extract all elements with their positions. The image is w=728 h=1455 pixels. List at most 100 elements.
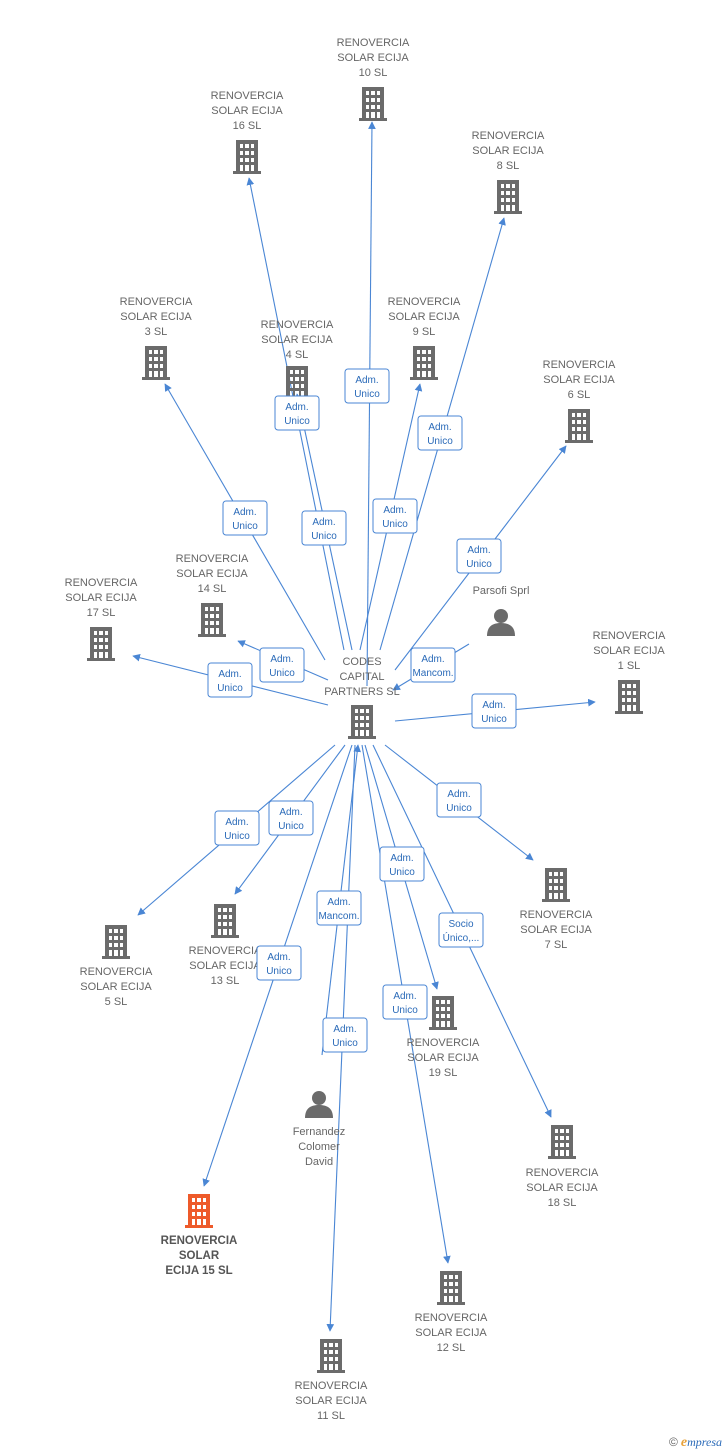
person-icon bbox=[487, 609, 515, 636]
building-icon bbox=[102, 925, 130, 959]
node-label-line: SOLAR ECIJA bbox=[65, 592, 137, 604]
node-label-line: Fernandez bbox=[293, 1126, 346, 1138]
edge-label-codes-to-n6[interactable]: Adm.Unico bbox=[456, 538, 502, 574]
edge-label-box bbox=[256, 945, 302, 981]
node-label-line: SOLAR ECIJA bbox=[261, 334, 333, 346]
edge-label-text: Adm. bbox=[333, 1024, 356, 1035]
building-icon bbox=[142, 346, 170, 380]
building-icon bbox=[359, 87, 387, 121]
edge-label-text: Unico bbox=[427, 436, 453, 447]
node-label-line: David bbox=[305, 1156, 333, 1168]
edge-label-codes-to-n9[interactable]: Adm.Unico bbox=[372, 498, 418, 534]
node-label-line: RENOVERCIA bbox=[295, 1380, 368, 1392]
edge-label-codes-to-n5[interactable]: Adm.Unico bbox=[214, 810, 260, 846]
node-label-line: 14 SL bbox=[198, 583, 227, 595]
building-icon bbox=[185, 1194, 213, 1228]
node-label-line: RENOVERCIA bbox=[407, 1037, 480, 1049]
edge-label-box bbox=[344, 368, 390, 404]
node-label-line: RENOVERCIA bbox=[176, 553, 249, 565]
edge-label-text: Unico bbox=[332, 1038, 358, 1049]
edge-label-text: Adm. bbox=[312, 517, 335, 528]
edge-label-box bbox=[436, 782, 482, 818]
node-label-line: SOLAR ECIJA bbox=[593, 645, 665, 657]
node-label-line: 18 SL bbox=[548, 1197, 577, 1209]
edge-label-text: Unico bbox=[278, 821, 304, 832]
edge-label-codes-to-n8[interactable]: Adm. Unico bbox=[417, 415, 463, 451]
node-label-line: 8 SL bbox=[497, 160, 520, 172]
node-label-line: RENOVERCIA bbox=[261, 319, 334, 331]
node-label-line: RENOVERCIA bbox=[543, 359, 616, 371]
edge-label-text: Unico bbox=[354, 389, 380, 400]
edge-label-codes-to-n10[interactable]: Adm. Unico bbox=[344, 368, 390, 404]
node-label-line: 13 SL bbox=[211, 975, 240, 987]
node-label-line: SOLAR ECIJA bbox=[176, 568, 248, 580]
edge-label-box bbox=[438, 912, 484, 948]
copyright-symbol: © bbox=[669, 1435, 678, 1449]
edge-label-codes-to-n14[interactable]: Adm.Unico bbox=[259, 647, 305, 683]
edge-label-text: Adm. bbox=[355, 375, 378, 386]
edge-label-codes-to-n17[interactable]: Adm.Unico bbox=[207, 662, 253, 698]
building-icon bbox=[198, 603, 226, 637]
brand-initial: e bbox=[680, 1435, 688, 1450]
node-label-line: 10 SL bbox=[359, 67, 388, 79]
edge-label-codes-to-n16[interactable]: Adm. Unico bbox=[274, 395, 320, 431]
edge-label-box bbox=[417, 415, 463, 451]
edge-label-codes-to-n11[interactable]: Adm. Unico bbox=[322, 1017, 368, 1053]
edge-label-codes-to-n15[interactable]: Adm.Unico bbox=[256, 945, 302, 981]
building-icon bbox=[494, 180, 522, 214]
edge-label-text: Mancom. bbox=[318, 911, 359, 922]
edge-label-text: Mancom. bbox=[412, 668, 453, 679]
edge-label-codes-to-n18[interactable]: SocioÚnico,... bbox=[438, 912, 484, 948]
node-parsofi[interactable]: Parsofi Sprl bbox=[473, 585, 530, 636]
edge-label-codes-to-n4[interactable]: Adm. Unico bbox=[301, 510, 347, 546]
building-icon bbox=[542, 868, 570, 902]
node-label-line: RENOVERCIA bbox=[593, 630, 666, 642]
edge-label-text: Adm. bbox=[482, 700, 505, 711]
edge-label-parsofi-to-codes[interactable]: Adm.Mancom. bbox=[410, 647, 456, 683]
node-label-line: 3 SL bbox=[145, 326, 168, 338]
edge-label-codes-to-n19[interactable]: Adm.Unico bbox=[379, 846, 425, 882]
node-n14[interactable]: RENOVERCIA SOLAR ECIJA 14 SL bbox=[176, 553, 249, 637]
building-icon bbox=[565, 409, 593, 443]
node-label-line: RENOVERCIA bbox=[388, 296, 461, 308]
brand-watermark[interactable]: © empresa bbox=[669, 1435, 722, 1451]
edge-label-text: Unico bbox=[311, 531, 337, 542]
node-label-line: CAPITAL bbox=[339, 671, 384, 683]
edge-label-codes-to-n13[interactable]: Adm.Unico bbox=[268, 800, 314, 836]
edge-label-text: Unico bbox=[232, 521, 258, 532]
edge-label-text: Adm. bbox=[428, 422, 451, 433]
edge-label-fernandez-to-codes[interactable]: Adm.Mancom. bbox=[316, 890, 362, 926]
node-label-line: 17 SL bbox=[87, 607, 116, 619]
edge-label-codes-to-n7[interactable]: Adm.Unico bbox=[436, 782, 482, 818]
building-icon bbox=[437, 1271, 465, 1305]
node-label-line: SOLAR ECIJA bbox=[472, 145, 544, 157]
edge-label-codes-to-n12[interactable]: Adm.Unico bbox=[382, 984, 428, 1020]
edge-label-text: Unico bbox=[392, 1005, 418, 1016]
edge-label-codes-to-n3[interactable]: Adm.Unico bbox=[222, 500, 268, 536]
edge-label-codes-to-n1[interactable]: Adm.Unico bbox=[471, 693, 517, 729]
edge-label-box bbox=[456, 538, 502, 574]
edge-label-text: Adm. bbox=[285, 402, 308, 413]
node-label-line: SOLAR ECIJA bbox=[526, 1182, 598, 1194]
edge-label-text: Unico bbox=[284, 416, 310, 427]
